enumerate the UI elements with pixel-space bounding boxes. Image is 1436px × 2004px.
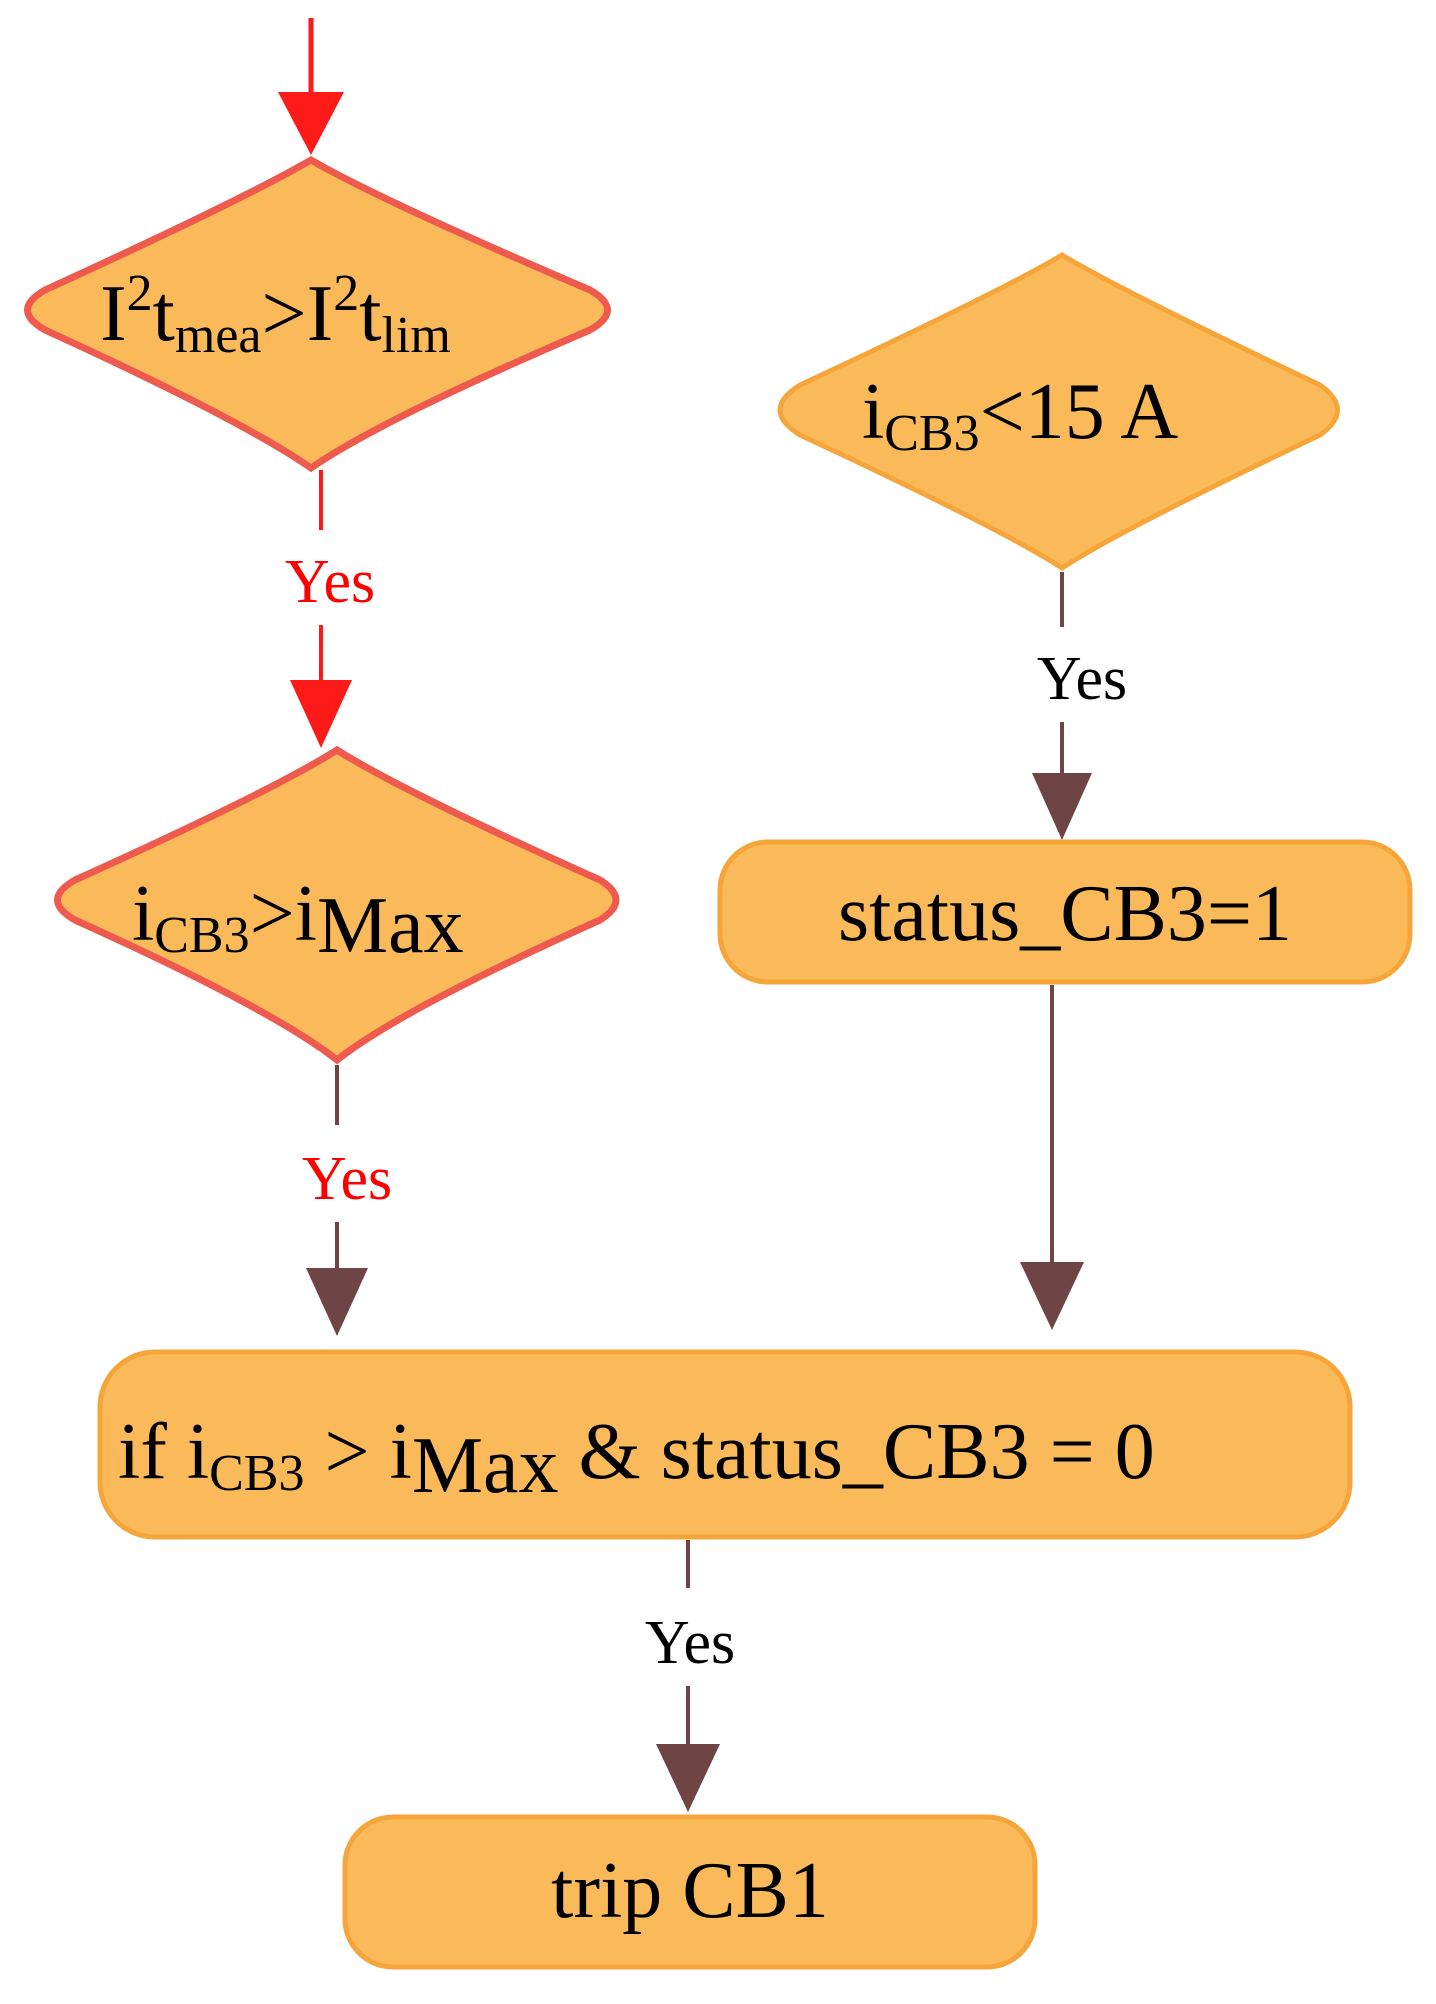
yes-label-4: Yes [645, 1609, 735, 1677]
decision-icb3-imax: iCB3>iMax [54, 745, 620, 1065]
decision-icb3-imax-label: iCB3>iMax [132, 870, 464, 970]
process-if: if iCB3 > iMax & status_CB3 = 0 [97, 1349, 1353, 1540]
process-status-box [717, 839, 1413, 985]
decision-icb3-15-shape [777, 252, 1340, 571]
decision-i2t-shape [24, 155, 611, 473]
decision-icb3-imax-shape [54, 745, 620, 1065]
edge-icb3-15-to-status [1032, 572, 1092, 840]
decision-icb3-15: iCB3<15 A [777, 252, 1340, 571]
yes-label-3: Yes [302, 1145, 392, 1213]
edge-status-to-if [1020, 985, 1084, 1330]
yes-label-1: Yes [285, 548, 375, 616]
edge-if-to-trip [656, 1540, 720, 1812]
decision-icb3-15-label: iCB3<15 A [862, 368, 1178, 462]
yes-label-2: Yes [1037, 645, 1127, 713]
entry-arrow [278, 18, 344, 155]
process-trip-box [342, 1814, 1038, 1970]
decision-i2t: I2tmea>I2tlim [24, 155, 611, 473]
process-if-label: if iCB3 > iMax & status_CB3 = 0 [118, 1408, 1155, 1510]
decision-i2t-label: I2tmea>I2tlim [100, 265, 451, 364]
process-if-box [97, 1349, 1353, 1540]
edge-icb3-imax-to-if [306, 1065, 368, 1336]
edge-i2t-to-icb3-imax [290, 470, 352, 748]
process-trip: trip CB1 [342, 1814, 1038, 1970]
process-status: status_CB3=1 [717, 839, 1413, 985]
process-trip-label: trip CB1 [551, 1847, 829, 1935]
process-status-label: status_CB3=1 [838, 870, 1292, 958]
